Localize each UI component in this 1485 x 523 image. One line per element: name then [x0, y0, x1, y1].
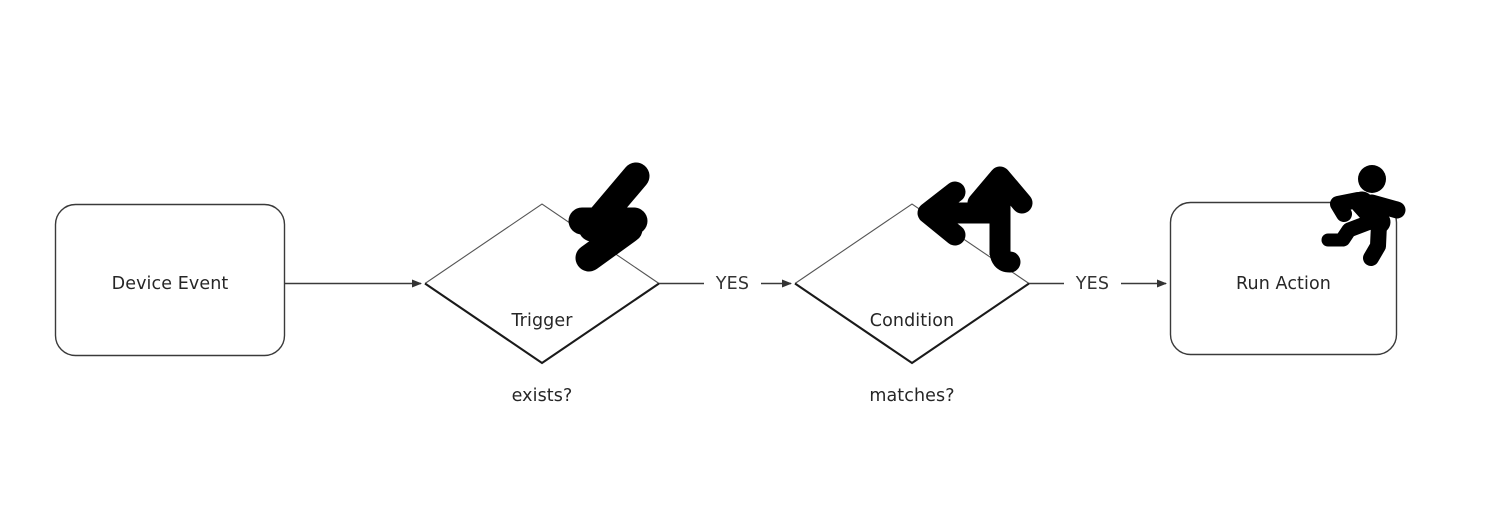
node-shape-condition-matches-bold[interactable]: [794, 282, 1030, 365]
running-person-icon: [1321, 165, 1406, 266]
node-shape-trigger-exists-bold[interactable]: [424, 282, 660, 365]
branch-arrow-icon: [917, 166, 1033, 273]
edge-label-trigger-to-condition: YES: [715, 274, 750, 294]
lightning-bolt-icon: [568, 162, 650, 272]
node-shape-device-event[interactable]: [54, 203, 286, 357]
edge-label-condition-to-action: YES: [1075, 274, 1110, 294]
node-shape-condition-matches-light[interactable]: [794, 203, 1030, 284]
